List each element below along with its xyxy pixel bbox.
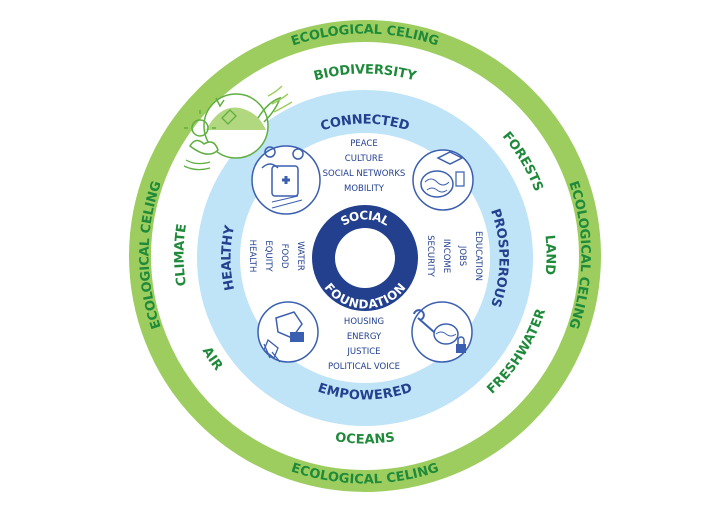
- label-climate: CLIMATE: [172, 223, 190, 287]
- connected-item: CULTURE: [345, 154, 383, 164]
- empowered-item: POLITICAL VOICE: [328, 362, 400, 372]
- prosperous-item: INCOME: [441, 239, 451, 273]
- connected-item: MOBILITY: [344, 184, 385, 194]
- empowered-item: HOUSING: [344, 317, 384, 327]
- healthy-list: HEALTH EQUITY FOOD WATER: [247, 240, 305, 273]
- label-land: LAND: [541, 234, 557, 275]
- security-wrench-icon: [411, 301, 473, 363]
- center-hole: [335, 228, 395, 288]
- health-people-icon: [251, 145, 321, 215]
- label-connected: CONNECTED: [319, 112, 411, 134]
- prosperous-list: EDUCATION JOBS INCOME SECURITY: [425, 231, 483, 281]
- connected-list: PEACE CULTURE SOCIAL NETWORKS MOBILITY: [323, 139, 406, 194]
- ecology-nature-icon: [183, 85, 293, 171]
- label-oceans: OCEANS: [334, 430, 395, 447]
- empowered-item: JUSTICE: [346, 347, 380, 357]
- prosperous-item: EDUCATION: [473, 231, 483, 281]
- label-healthy: HEALTHY: [219, 224, 238, 292]
- prosperous-item: JOBS: [457, 245, 467, 266]
- label-empowered: EMPOWERED: [316, 381, 414, 404]
- empowered-item: ENERGY: [347, 332, 382, 342]
- healthy-item: HEALTH: [247, 240, 257, 273]
- healthy-item: EQUITY: [263, 240, 273, 272]
- center-label-social: SOCIAL: [338, 208, 392, 228]
- education-brain-icon: [412, 149, 474, 211]
- ecological-ceiling-ring: [129, 20, 601, 492]
- empowered-list: HOUSING ENERGY JUSTICE POLITICAL VOICE: [328, 317, 400, 372]
- connected-item: PEACE: [350, 139, 377, 149]
- prosperous-item: SECURITY: [425, 235, 435, 278]
- healthy-item: FOOD: [279, 244, 289, 269]
- connected-item: SOCIAL NETWORKS: [323, 169, 406, 179]
- healthy-item: WATER: [295, 241, 305, 271]
- energy-megaphone-icon: [257, 301, 319, 363]
